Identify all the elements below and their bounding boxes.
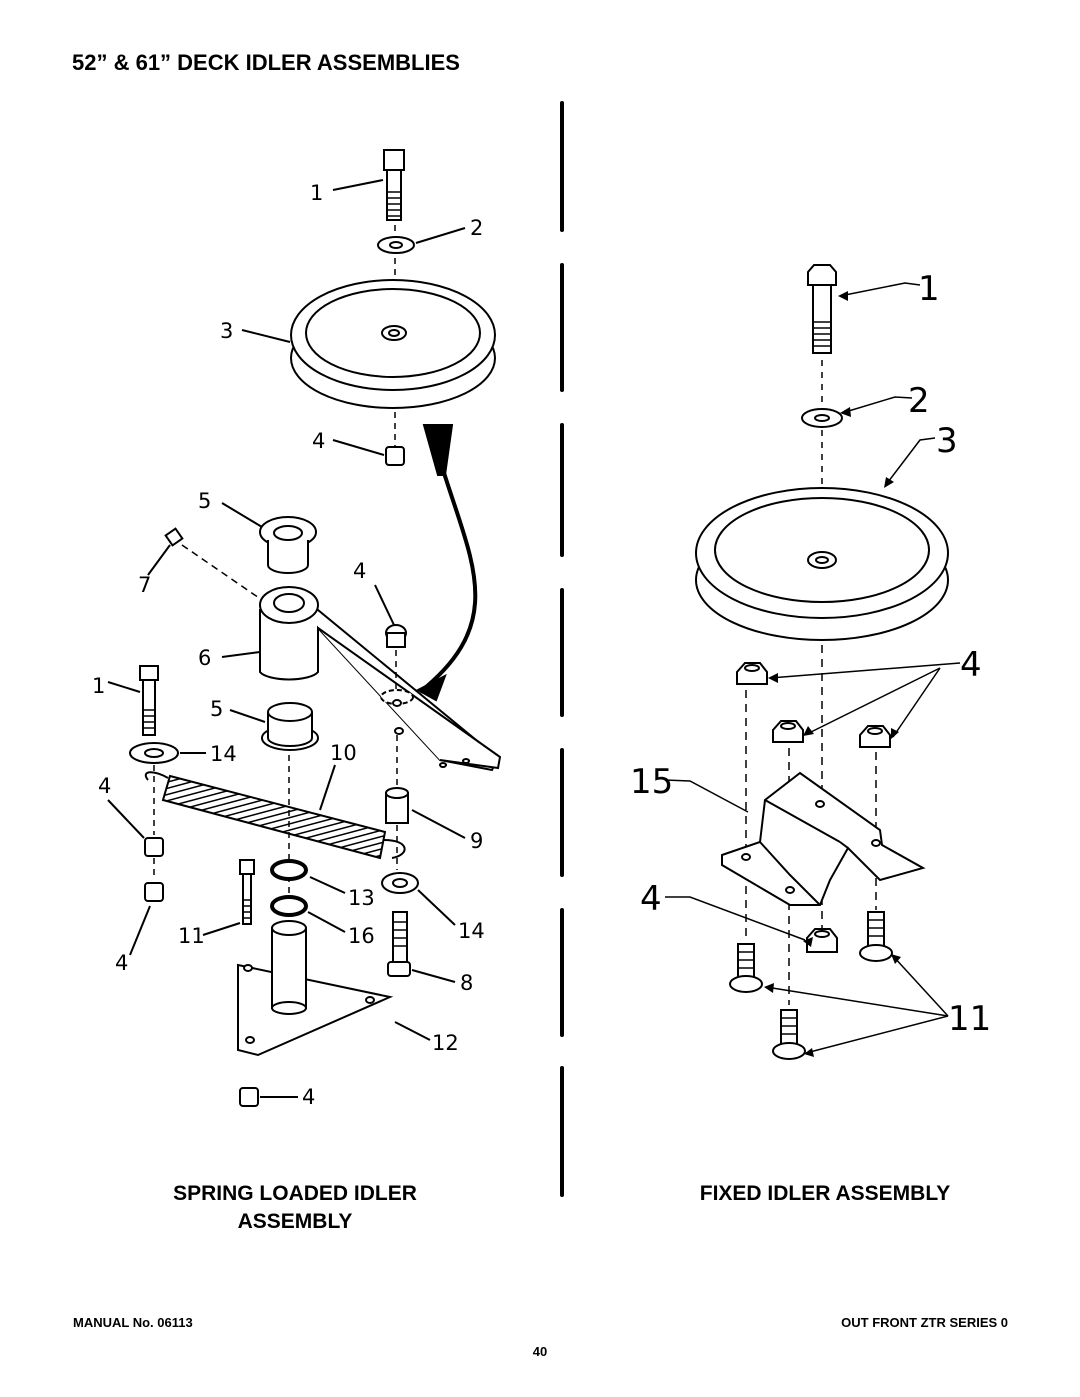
callout-ring: 16	[348, 924, 375, 948]
nut-left-upper	[144, 837, 164, 857]
footer-series: OUT FRONT ZTR SERIES 0	[841, 1315, 1008, 1330]
bolt-small	[239, 859, 255, 925]
callout-bushing-top: 5	[198, 489, 211, 513]
pulley-left	[290, 279, 496, 409]
bolt-top	[383, 149, 405, 221]
left-leaders	[107, 179, 466, 1098]
fixed-nut-left	[736, 662, 768, 685]
nut-top	[385, 446, 405, 466]
callout-nut-left-upper: 4	[98, 774, 111, 798]
callout-washer-right: 14	[458, 919, 485, 943]
callout-pivot-bracket: 12	[432, 1031, 459, 1055]
assembly-arrow	[418, 459, 478, 694]
right-leaders	[664, 282, 961, 1054]
callout-nut-bottom: 4	[302, 1085, 315, 1109]
callout-bolt-right: 8	[460, 971, 473, 995]
callout-spacer: 9	[470, 829, 483, 853]
callout-bolt-top: 1	[310, 181, 323, 205]
callout-fixed-bracket: 15	[630, 762, 673, 802]
spring-loaded-caption-line2: ASSEMBLY	[237, 1210, 353, 1233]
carriage-bolt-bottom	[772, 1009, 806, 1060]
callout-fixed-nuts: 4	[960, 645, 982, 685]
spring-loaded-caption: SPRING LOADED IDLER ASSEMBLY	[120, 1180, 470, 1236]
carriage-bolt-right	[859, 911, 893, 962]
callout-spring: 10	[330, 741, 357, 765]
callout-nut-left-lower: 4	[115, 951, 128, 975]
right-callouts: 1 2 3 4 15 4 11	[630, 269, 991, 1039]
callout-nut-arm: 4	[353, 559, 366, 583]
callout-idler-arm: 6	[198, 646, 211, 670]
fixed-pulley	[695, 487, 949, 641]
left-callouts: 1 2 3 4 5 7 4 6 1 5 14 10 4 9 13 14 11 1…	[92, 181, 485, 1109]
pivot-bracket	[237, 920, 394, 1057]
page-title: 52” & 61” DECK IDLER ASSEMBLIES	[72, 50, 460, 75]
spring-loaded-caption-line1: SPRING LOADED IDLER	[173, 1182, 417, 1205]
callout-fixed-pulley: 3	[936, 421, 958, 461]
fixed-nut-mid	[772, 720, 804, 743]
fixed-nut-right	[859, 725, 891, 748]
snap-ring	[270, 859, 308, 881]
callout-washer-top: 2	[470, 216, 483, 240]
nut-bottom	[239, 1087, 259, 1107]
footer-manual-number: MANUAL No. 06113	[73, 1315, 193, 1330]
callout-fixed-washer: 2	[908, 381, 930, 421]
page-number: 40	[532, 1344, 548, 1359]
fixed-bolt	[807, 264, 837, 354]
ring-16	[270, 895, 308, 917]
callout-nut-top: 4	[312, 429, 325, 453]
spring	[144, 771, 406, 860]
bushing-bottom	[261, 702, 319, 751]
fixed-nut-lower	[806, 928, 838, 953]
bolt-right	[387, 911, 411, 977]
right-arrowheads	[764, 291, 901, 1057]
callout-fixed-nut-lower: 4	[640, 879, 662, 919]
fixed-bracket	[721, 771, 926, 906]
carriage-bolt-left	[729, 943, 763, 993]
spacer	[385, 787, 409, 824]
callout-grease-fitting: 7	[138, 573, 151, 597]
callout-fixed-bolt: 1	[918, 269, 940, 309]
callout-bushing-bottom: 5	[210, 697, 223, 721]
idler-arm	[259, 586, 502, 772]
bushing-top	[259, 516, 317, 574]
nut-left-lower	[144, 882, 164, 902]
spring-loaded-idler-drawing	[129, 149, 502, 1107]
callout-pulley: 3	[220, 319, 233, 343]
callout-bolt-small: 11	[178, 924, 205, 948]
fixed-caption: FIXED IDLER ASSEMBLY	[699, 1182, 951, 1205]
callout-carriage-bolts: 11	[948, 999, 991, 1039]
fixed-idler-drawing	[695, 264, 949, 1060]
callout-washer-left: 14	[210, 742, 237, 766]
bolt-left	[139, 665, 159, 736]
grease-fitting	[164, 527, 184, 547]
callout-snap-ring: 13	[348, 886, 375, 910]
nut-arm	[385, 624, 407, 648]
callout-bolt-left: 1	[92, 674, 105, 698]
